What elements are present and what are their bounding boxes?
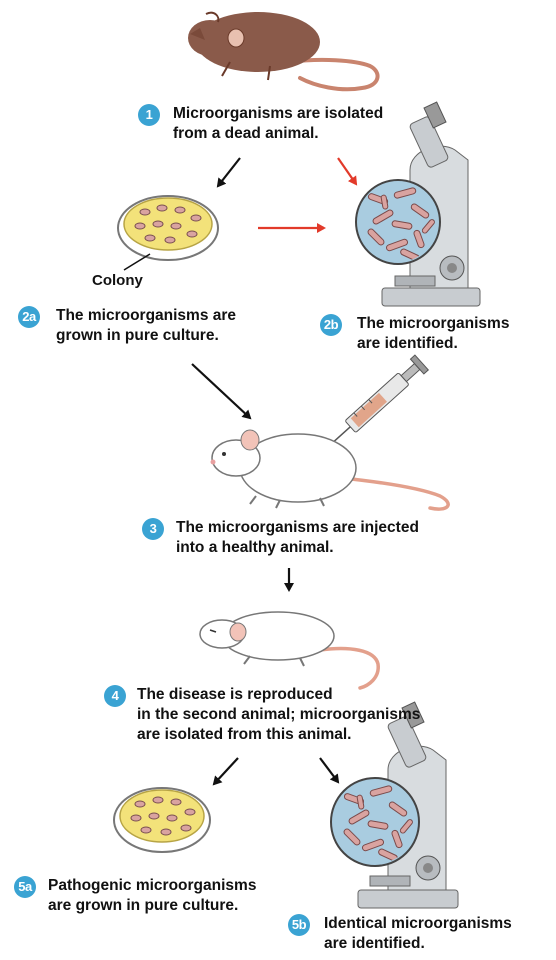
- step-5a-line-2: are grown in pure culture.: [48, 897, 239, 914]
- dead-mouse-icon: [188, 11, 380, 92]
- petri-dish-icon: [113, 787, 211, 853]
- arrow-to-identify: [337, 157, 358, 186]
- step-4-line-2: in the second animal; microorganisms: [137, 706, 421, 723]
- arrow-to-injection: [191, 363, 252, 420]
- step-5a-badge: 5a: [14, 876, 36, 898]
- step-4-badge: 4: [104, 685, 126, 707]
- step-4-line-3: are isolated from this animal.: [137, 726, 352, 743]
- step-1-badge: 1: [138, 104, 160, 126]
- microscope-icon: [355, 101, 481, 307]
- step-5a-text: Pathogenic microorganisms are grown in p…: [48, 876, 256, 916]
- healthy-mouse-icon: [210, 429, 450, 511]
- step-5a-line-1: Pathogenic microorganisms: [48, 877, 257, 894]
- arrow-to-culture: [216, 157, 241, 188]
- step-4-line-1: The disease is reproduced: [137, 686, 333, 703]
- step-2a-text: The microorganisms are grown in pure cul…: [56, 306, 236, 346]
- colony-label: Colony: [92, 272, 143, 289]
- step-2a-line-2: grown in pure culture.: [56, 327, 219, 344]
- step-1-line-2: from a dead animal.: [173, 125, 319, 142]
- step-3-line-2: into a healthy animal.: [176, 539, 334, 556]
- step-3-badge: 3: [142, 518, 164, 540]
- step-2b-line-1: The microorganisms: [357, 315, 510, 332]
- step-2b-line-2: are identified.: [357, 335, 458, 352]
- step-5b-line-1: Identical microorganisms: [324, 915, 512, 932]
- arrow-to-identify-2: [319, 757, 340, 784]
- petri-dish-icon: [117, 195, 219, 261]
- step-5b-line-2: are identified.: [324, 935, 425, 952]
- microscope-icon: [330, 701, 459, 909]
- step-3-text: The microorganisms are injected into a h…: [176, 518, 419, 558]
- step-5b-badge: 5b: [288, 914, 310, 936]
- syringe-icon: [320, 354, 430, 455]
- step-2a-badge: 2a: [18, 306, 40, 328]
- step-2b-text: The microorganisms are identified.: [357, 314, 509, 354]
- step-2b-badge: 2b: [320, 314, 342, 336]
- step-4-text: The disease is reproduced in the second …: [137, 685, 420, 745]
- step-5b-text: Identical microorganisms are identified.: [324, 914, 512, 954]
- step-2a-line-1: The microorganisms are: [56, 307, 237, 324]
- step-3-line-1: The microorganisms are injected: [176, 519, 419, 536]
- sick-mouse-icon: [199, 611, 380, 690]
- step-1-text: Microorganisms are isolated from a dead …: [173, 104, 383, 144]
- colony-pointer: [123, 253, 151, 271]
- arrow-to-pure-culture-2: [212, 757, 239, 786]
- step-1-line-1: Microorganisms are isolated: [173, 105, 384, 122]
